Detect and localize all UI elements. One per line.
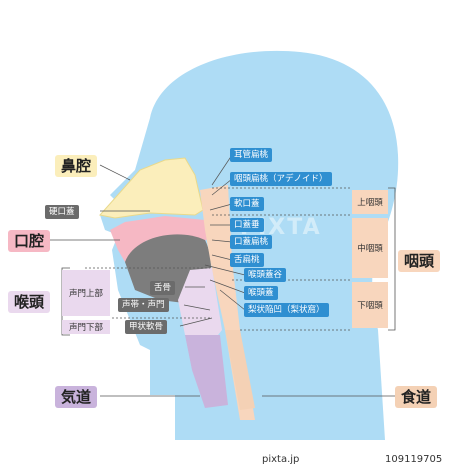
hypopharynx-label: 下咽頭 (357, 301, 383, 311)
nasal-cavity-shape (99, 157, 204, 219)
oropharynx-box: 中咽頭 (352, 218, 388, 278)
nasopharynx-label: 上咽頭 (357, 198, 383, 208)
uvula-label: 口蓋垂 (230, 218, 264, 232)
lingual-tonsil-label: 舌扁桃 (230, 253, 264, 267)
subglottis-label: 声門下部 (68, 323, 103, 333)
epiglottis-label: 喉頭蓋 (244, 286, 278, 300)
thyroid-cartilage-label: 甲状軟骨 (125, 320, 168, 334)
supraglottis-box: 声門上部 (62, 270, 110, 316)
oral-cavity-label: 口腔 (8, 230, 51, 252)
soft-palate-label: 軟口蓋 (230, 197, 264, 211)
trachea-shape (185, 335, 228, 408)
vallecula-label: 喉頭蓋谷 (244, 268, 287, 282)
nasal-cavity-label: 鼻腔 (55, 155, 98, 177)
footer-image-number: 109119705 (385, 454, 443, 465)
nasopharynx-box: 上咽頭 (352, 190, 388, 214)
adenoid-label: 咽頭扁桃（アデノイド） (230, 172, 332, 186)
subglottis-box: 声門下部 (62, 320, 110, 334)
supraglottis-label: 声門上部 (68, 289, 103, 299)
hard-palate-label: 硬口蓋 (45, 205, 79, 219)
hyoid-label: 舌骨 (150, 281, 176, 295)
esophagus-label: 食道 (395, 386, 438, 408)
footer-bar (0, 450, 450, 469)
leader-lines (48, 154, 395, 397)
esophagus-shape (225, 330, 255, 410)
pharynx-label: 咽頭 (398, 250, 441, 272)
piriform-fossa-label: 梨状陥凹（梨状窩） (244, 303, 329, 317)
footer-brand: pixta.jp (262, 454, 300, 465)
oropharynx-label: 中咽頭 (357, 244, 383, 254)
hypopharynx-box: 下咽頭 (352, 282, 388, 328)
larynx-label: 喉頭 (8, 291, 51, 313)
eustachian-tonsil-label: 耳管扁桃 (230, 148, 273, 162)
vocal-cords-label: 声帯・声門 (118, 298, 169, 312)
pharynx-bracket (388, 187, 396, 331)
palatine-tonsil-label: 口蓋扁桃 (230, 235, 273, 249)
trachea-label: 気道 (55, 386, 98, 408)
